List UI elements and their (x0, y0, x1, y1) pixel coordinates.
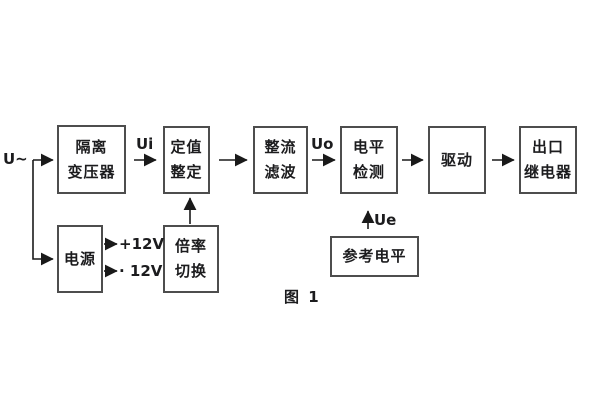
block-label: 整定 (170, 163, 203, 181)
signal-label-ue: Ue (374, 211, 397, 229)
signal-label-ui: Ui (136, 135, 154, 153)
signal-label-uo: Uo (311, 135, 334, 153)
block-isolation-transformer: 隔离 变压器 (57, 125, 126, 194)
block-label: 电源 (63, 249, 96, 268)
block-label: 整流 (264, 138, 297, 156)
block-label: 电平 (352, 138, 385, 156)
power-rail-negative-label: · 12V (119, 262, 163, 280)
block-label: 出口 (531, 138, 564, 156)
block-label: 继电器 (523, 163, 572, 181)
block-level-detector: 电平 检测 (340, 126, 398, 194)
block-power-supply: 电源 (57, 225, 103, 293)
block-label: 检测 (352, 163, 385, 181)
block-output-relay: 出口 继电器 (519, 126, 577, 194)
power-rail-positive-label: +12V (119, 235, 165, 253)
block-label: 驱动 (440, 150, 473, 169)
block-label: 滤波 (264, 163, 297, 181)
block-label: 切换 (174, 262, 207, 280)
block-label: 变压器 (67, 162, 116, 181)
input-signal-label: U~ (3, 150, 28, 168)
wire-input-branch-to-power (32, 160, 54, 266)
block-label: 倍率 (174, 237, 207, 255)
block-setpoint-adjust: 定值 整定 (163, 126, 210, 194)
block-label: 定值 (170, 138, 203, 156)
block-reference-level: 参考电平 (330, 236, 419, 277)
block-label: 隔离 (75, 137, 108, 156)
block-rectifier-filter: 整流 滤波 (253, 126, 308, 194)
block-label: 参考电平 (342, 247, 407, 265)
block-driver: 驱动 (428, 126, 486, 194)
block-ratio-switch: 倍率 切换 (163, 225, 219, 293)
figure-caption: 图 1 (284, 288, 321, 306)
